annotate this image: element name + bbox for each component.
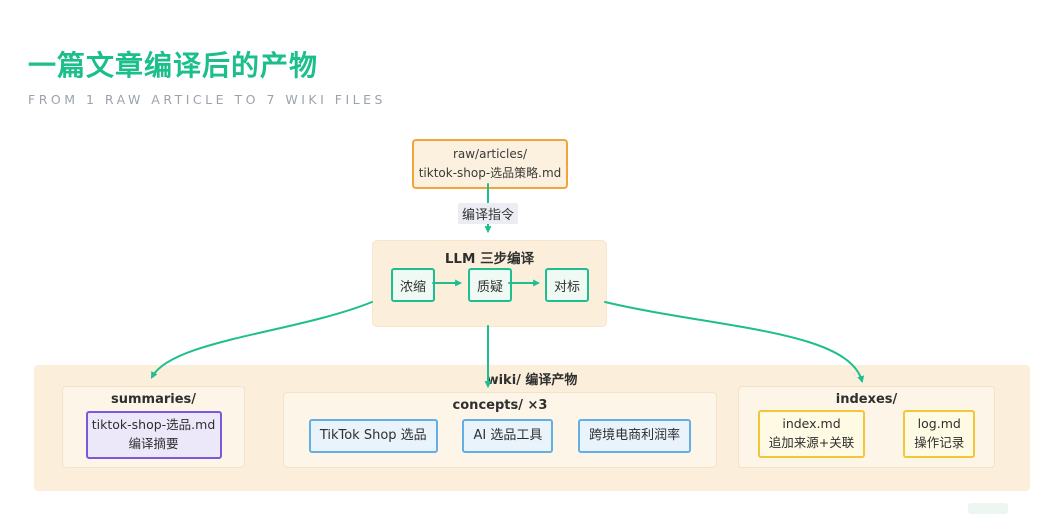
log-file-node: log.md 操作记录: [903, 410, 976, 458]
concept-node-profit-rate: 跨境电商利润率: [578, 419, 692, 453]
index-desc-text: 追加来源+关联: [768, 434, 855, 450]
source-filename-text: tiktok-shop-选品策略.md: [418, 166, 562, 180]
watermark: [968, 503, 1008, 514]
indexes-row: index.md 追加来源+关联 log.md 操作记录: [739, 410, 994, 458]
summary-filename-text: tiktok-shop-选品.md: [91, 417, 216, 433]
log-filename-text: log.md: [917, 416, 961, 431]
concept-node-tiktok-shop: TikTok Shop 选品: [308, 419, 438, 453]
llm-step-benchmark: 对标: [545, 268, 589, 302]
summary-file-node: tiktok-shop-选品.md 编译摘要: [85, 411, 222, 459]
summary-desc-text: 编译摘要: [128, 436, 179, 451]
compile-command-label: 编译指令: [457, 203, 519, 224]
concepts-row: TikTok Shop 选品 AI 选品工具 跨境电商利润率: [284, 419, 716, 453]
group-indexes: indexes/ index.md 追加来源+关联 log.md 操作记录: [738, 386, 995, 468]
index-filename-text: index.md: [782, 416, 841, 431]
group-concepts-label: concepts/ ×3: [452, 398, 548, 413]
group-indexes-label: indexes/: [835, 392, 898, 407]
log-desc-text: 操作记录: [914, 434, 965, 450]
llm-title: LLM 三步编译: [444, 251, 535, 267]
group-concepts: concepts/ ×3 TikTok Shop 选品 AI 选品工具 跨境电商…: [283, 392, 717, 468]
group-summaries: summaries/ tiktok-shop-选品.md 编译摘要: [62, 386, 245, 468]
page-subtitle: FROM 1 RAW ARTICLE TO 7 WIKI FILES: [28, 92, 386, 107]
wiki-container-label: wiki/ 编译产物: [486, 373, 578, 388]
index-file-node: index.md 追加来源+关联: [757, 410, 866, 458]
page-title: 一篇文章编译后的产物: [28, 49, 319, 82]
concept-node-ai-tools: AI 选品工具: [462, 419, 554, 453]
llm-process-node: LLM 三步编译 浓缩 质疑 对标: [372, 240, 607, 327]
source-file-node: raw/articles/ tiktok-shop-选品策略.md: [412, 139, 568, 189]
llm-step-condense: 浓缩: [391, 268, 435, 302]
llm-step-question: 质疑: [468, 268, 512, 302]
group-summaries-label: summaries/: [110, 392, 197, 407]
source-dir-text: raw/articles/: [452, 147, 528, 162]
